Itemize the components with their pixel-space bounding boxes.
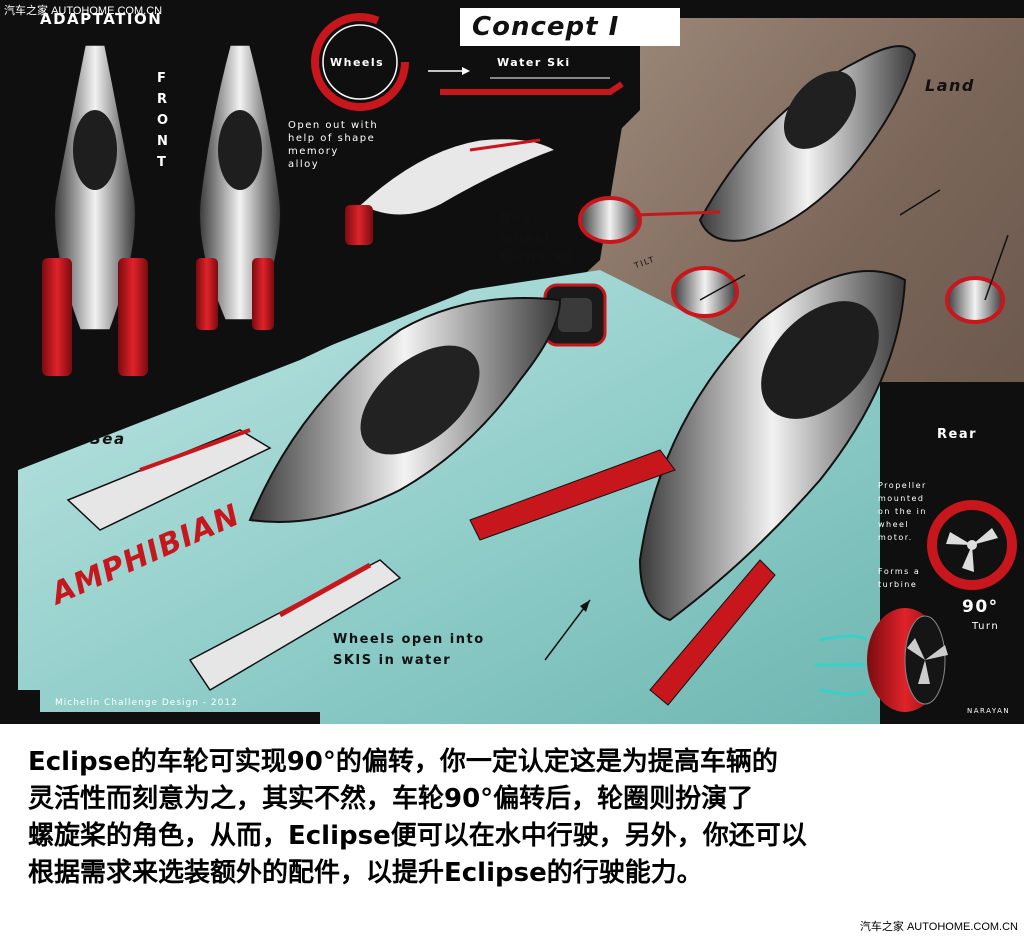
propeller-note: Propeller mounted on the in wheel motor. [878,481,927,542]
watermark-bottom: 汽车之家 AUTOHOME.COM.CN [860,918,1018,934]
ninety-degree-label: 90° [962,597,999,617]
center-car [469,270,1005,706]
top-left-panel [0,0,650,470]
concept-banner [460,8,680,46]
bottom-left-frame [18,690,320,724]
adaptation-title: ADAPTATION [40,10,163,28]
rear-wheel-note: Rear wheel turns 90 [500,212,574,265]
turbine-wheel [815,608,948,712]
caption-line: Eclipse的车轮可实现90°的偏转，你一定认定这是为提高车辆的 [28,747,778,777]
front-view-car-right [196,44,282,330]
water-ski-label: Water Ski [497,56,571,69]
caption-line: 根据需求来选装额外的配件，以提升Eclipse的行驶能力。 [28,858,703,888]
designer-credit: NARAYAN [967,707,1011,715]
shape-memory-sketch [345,138,557,245]
turn-label: Turn [972,621,1000,632]
wheels-open-note: Wheels open into SKIS in water [333,632,485,668]
front-view-car-left [42,44,148,376]
watermark-bottom-en: AUTOHOME.COM.CN [906,921,1018,933]
poster-artwork [0,0,1024,724]
article-caption: Eclipse的车轮可实现90°的偏转，你一定认定这是为提高车辆的 灵活性而刻意… [28,744,1013,892]
watermark-top: 汽车之家 AUTOHOME.COM.CN [4,2,162,18]
michelin-credit: Michelin Challenge Design - 2012 [55,698,238,708]
pointer-arrow [544,599,591,661]
wheels-ring [311,13,409,111]
wheels-label: Wheels [330,56,385,69]
rear-label: Rear [937,427,978,442]
watermark-bottom-cn: 汽车之家 [859,921,904,933]
land-label: Land [925,76,975,95]
watermark-top-en: AUTOHOME.COM.CN [51,5,163,17]
turbine-note: Forms a turbine [878,567,921,589]
caption-line: 螺旋桨的角色，从而，Eclipse便可以在水中行驶，另外，你还可以 [28,821,807,851]
concept-poster: ADAPTATION Concept I FRONT Wheels Water … [0,0,1024,724]
concept-title: Concept I [472,12,620,42]
sea-car [66,297,562,692]
caption-line: 灵活性而刻意为之，其实不然，车轮90°偏转后，轮圈则扮演了 [28,784,754,814]
sea-label: Sea [90,430,126,448]
front-label: FRONT [157,71,170,170]
water-ski-bar [440,81,624,95]
watermark-top-cn: 汽车之家 [4,5,48,17]
shape-memory-note: Open out with help of shape memory alloy [288,120,379,170]
propeller-wheel [927,500,1017,590]
land-car [578,45,917,318]
